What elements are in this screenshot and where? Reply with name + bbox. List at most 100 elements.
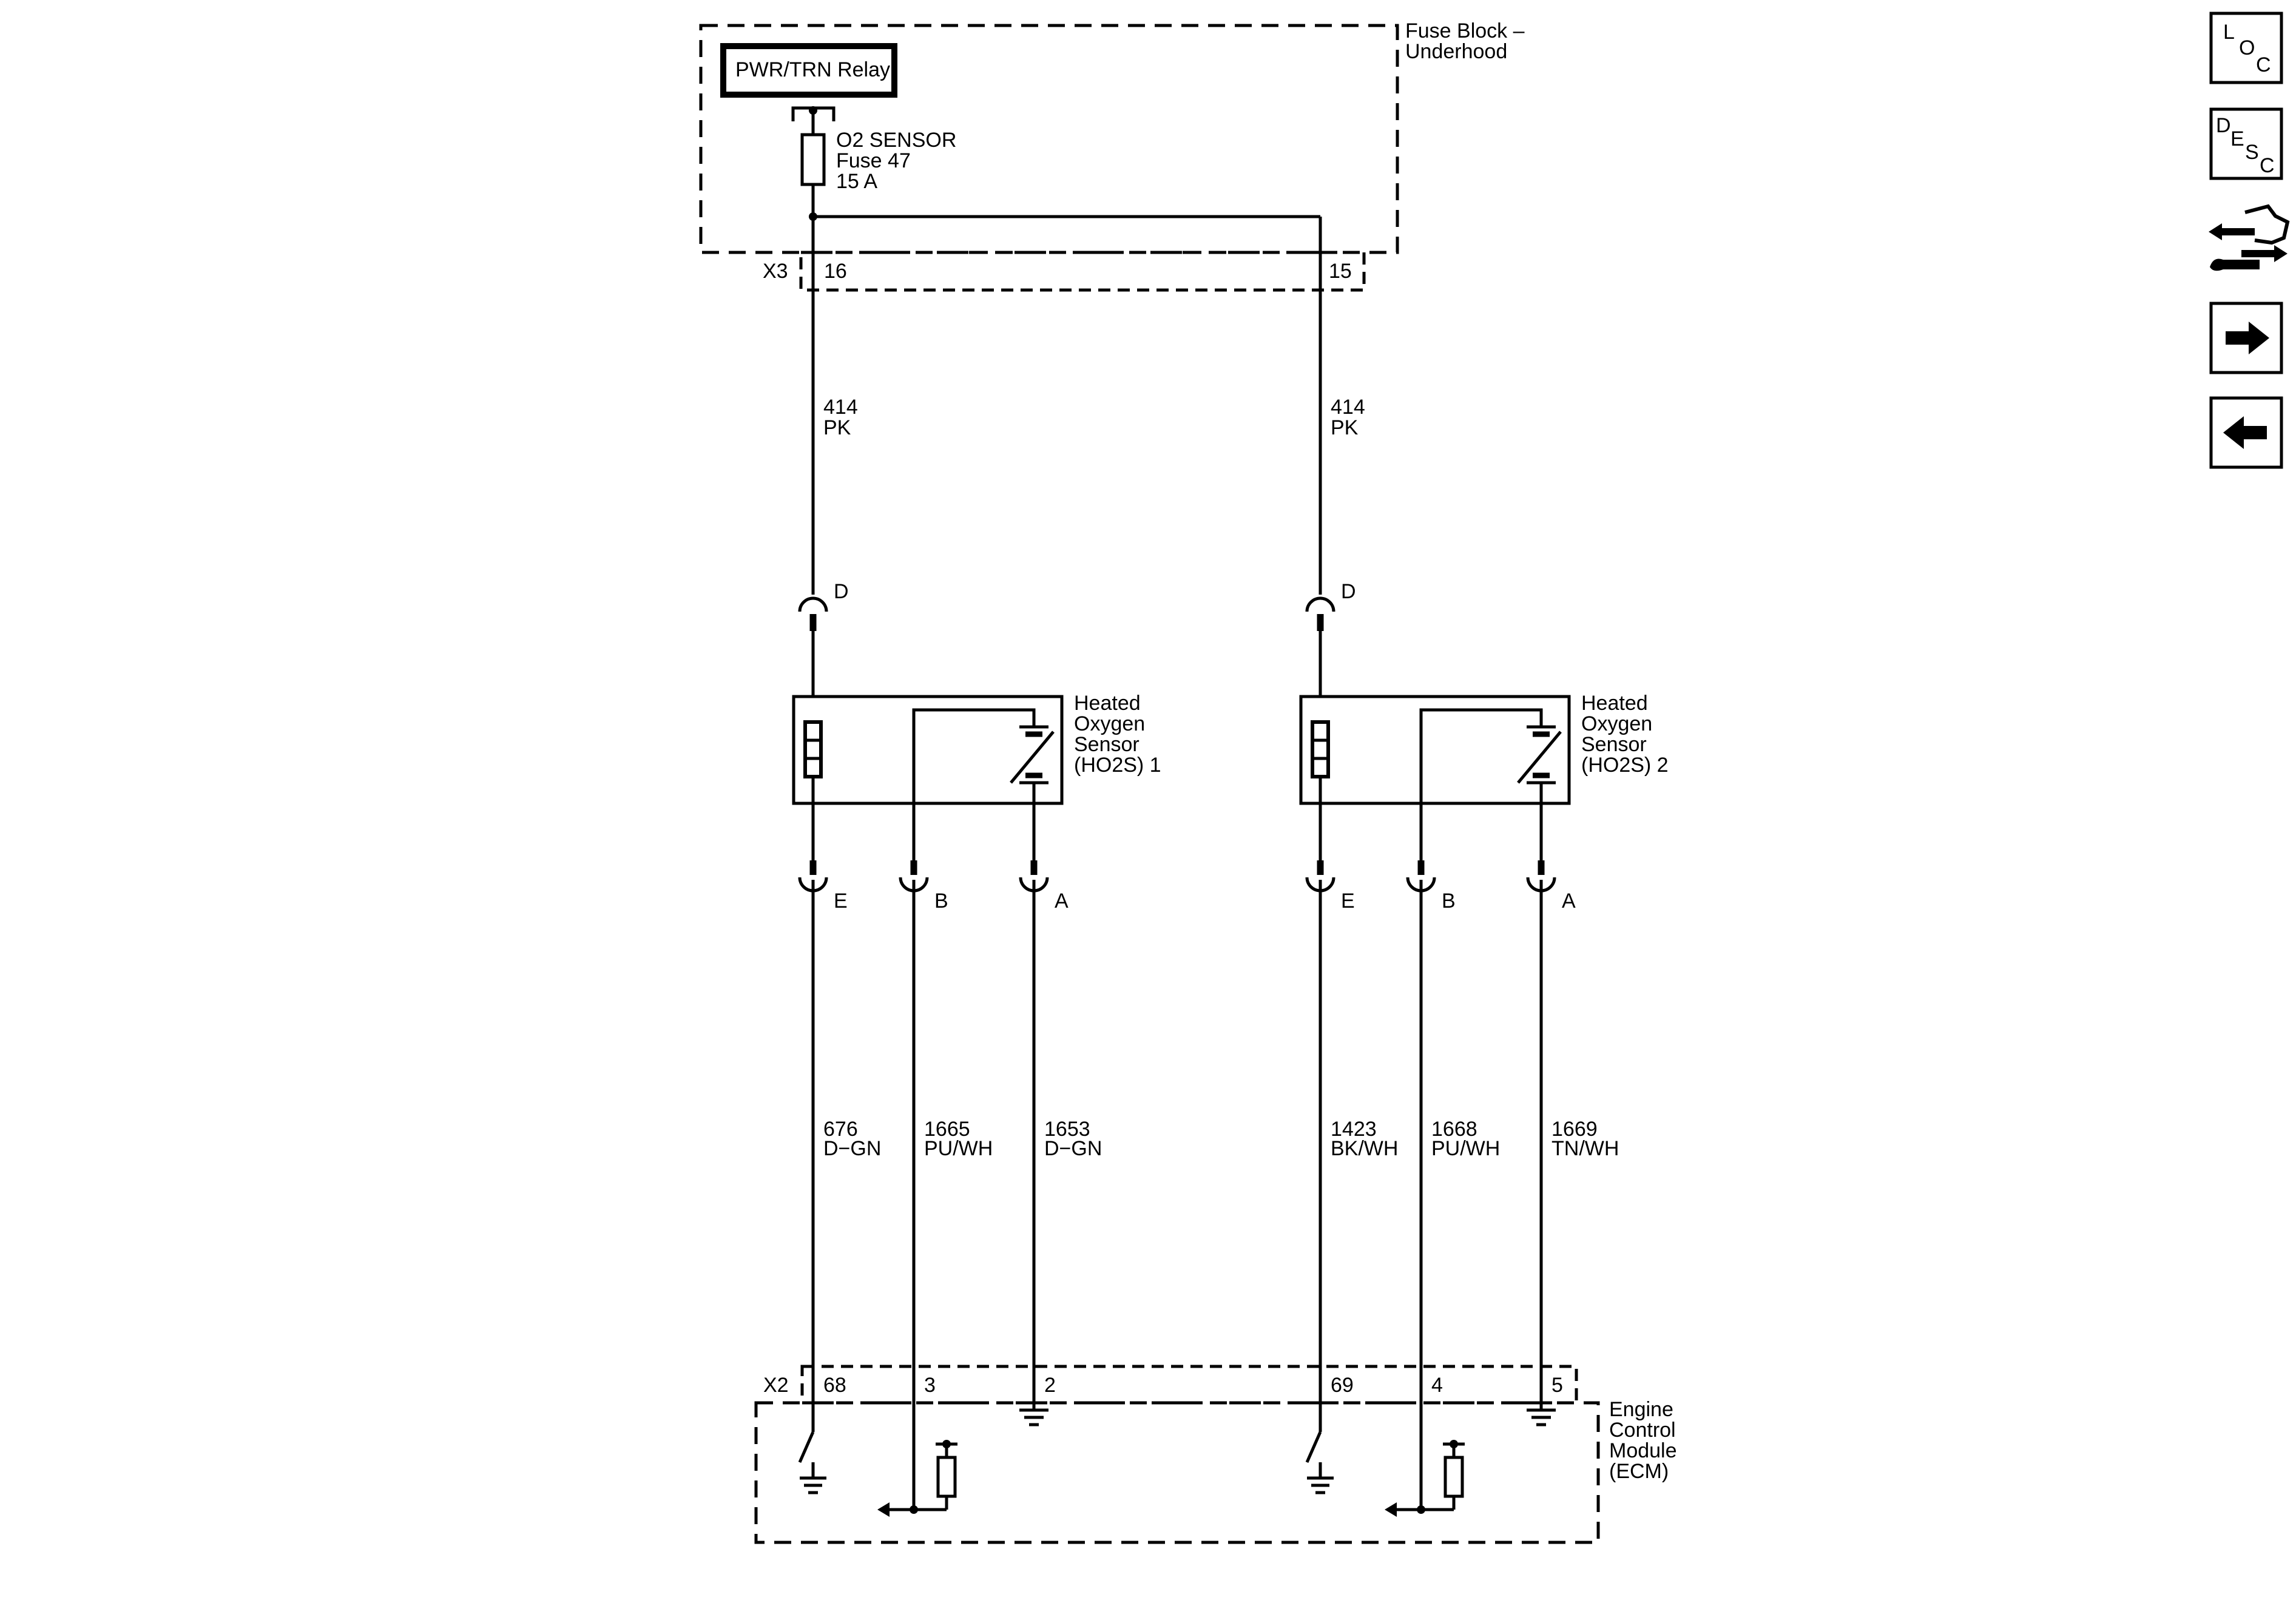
wire-1653-circuit: 1653 [1044,1118,1090,1141]
resistor-symbol [936,1456,957,1498]
power-wires: 414 PK 414 PK [811,217,1365,595]
svg-text:O: O [2239,36,2255,59]
sensor1-pin-e: E [834,890,848,913]
pin-69: 69 [1331,1374,1354,1397]
wire-1665-color: PU/WH [924,1137,993,1160]
relay-box [720,43,897,98]
desc-button[interactable]: D E S C [2209,107,2283,180]
svg-text:C: C [2256,53,2271,76]
pin-68: 68 [823,1374,846,1397]
wire-414-right-color: PK [1331,416,1359,439]
wire-1668-circuit: 1668 [1431,1118,1477,1141]
resistor-symbol [1443,1456,1464,1498]
fuse-number: Fuse 47 [836,149,911,172]
sensor1-name-1: Heated [1074,692,1141,715]
loc-button[interactable]: L O C [2209,12,2283,84]
sensor1-name-2: Oxygen [1074,712,1145,735]
heater-element [1311,720,1330,778]
wire-1653-color: D−GN [1044,1137,1102,1160]
sensor1-box [792,695,1064,805]
side-nav: L O C D E S C [2209,12,2290,469]
svg-text:L: L [2223,21,2235,44]
pin-4: 4 [1431,1374,1443,1397]
svg-text:C: C [2260,154,2275,177]
connector-x2 [800,1365,1578,1405]
sensor2-name-2: Oxygen [1581,712,1652,735]
fuse-block: Fuse Block – Underhood PWR/TRN Relay O2 … [699,19,1525,292]
sensor2-pin-b: B [1442,890,1456,913]
pin-2: 2 [1044,1374,1056,1397]
relay-label: PWR/TRN Relay [735,58,890,81]
wire-1423-color: BK/WH [1331,1137,1398,1160]
ecm-name-4: (ECM) [1609,1460,1669,1483]
signal-arrow-icon [877,1502,890,1517]
ecm-circuit-1 [798,1408,1048,1517]
fuse-block-name-1: Fuse Block – [1405,19,1525,42]
heater-element [803,720,823,778]
switch-symbol [798,1431,815,1463]
signal-arrow-icon [1385,1502,1397,1517]
connector-tool-icon [2209,204,2290,271]
ecm-box [754,1401,1600,1544]
sensor2-pin-a: A [1562,890,1576,913]
ecm: X2 68 3 2 69 4 5 Engine Control Module (… [754,1365,1677,1544]
back-button[interactable] [2209,396,2283,469]
sensor1-name-4: (HO2S) 1 [1074,754,1161,777]
desc-icon: D E S C [2216,114,2275,177]
wire-414-left-circuit: 414 [823,396,858,419]
connector-tool-button[interactable] [2209,204,2290,271]
forward-button[interactable] [2209,302,2283,374]
pin-16: 16 [824,260,847,283]
sensor2-box [1299,695,1571,805]
sensor-ho2s-1: D Heated Oxygen Sensor (HO2S) 1 [792,580,1161,913]
svg-text:S: S [2245,141,2259,164]
sensor1-pin-d: D [834,580,849,603]
connector-x3-label: X3 [763,260,788,283]
wire-1665-circuit: 1665 [924,1118,970,1141]
wire-676-circuit: 676 [823,1118,858,1141]
sensor1-name-3: Sensor [1074,733,1140,756]
wire-1669-color: TN/WH [1551,1137,1619,1160]
pin-d-connector [1305,596,1335,612]
back-arrow-icon [2223,416,2267,449]
wire-414-left-color: PK [823,416,851,439]
fuse-rating: 15 A [836,170,877,193]
pin-3: 3 [924,1374,936,1397]
variable-element [1517,731,1562,784]
variable-element [1010,731,1055,784]
sensor1-pin-a: A [1055,890,1069,913]
fuse-name: O2 SENSOR [836,129,956,152]
wire-414-right-circuit: 414 [1331,396,1365,419]
sensor2-name-1: Heated [1581,692,1648,715]
wire-1669-circuit: 1669 [1551,1118,1598,1141]
connector-x2-label: X2 [763,1374,789,1397]
sensor1-pin-b: B [934,890,948,913]
sensor-ho2s-2: D Heated Oxygen Sensor (HO2S) 2 E B [1299,580,1669,913]
sensor1-bottom-connectors: E B A [798,803,1069,913]
svg-text:D: D [2216,114,2231,137]
connector-x3 [799,251,1366,292]
loc-icon: L O C [2223,21,2271,76]
wire-676-color: D−GN [823,1137,881,1160]
sensor2-pin-d: D [1341,580,1356,603]
sensor2-pin-e: E [1341,890,1355,913]
svg-text:E: E [2230,127,2244,150]
sensor2-bottom-connectors: E B A [1305,803,1576,913]
sensor2-name-4: (HO2S) 2 [1581,754,1669,777]
ecm-name-2: Control [1609,1419,1676,1442]
ecm-circuit-2 [1305,1408,1556,1517]
wire-1423-circuit: 1423 [1331,1118,1377,1141]
wire-1668-color: PU/WH [1431,1137,1500,1160]
fuse-symbol [800,133,826,186]
pin-5: 5 [1551,1374,1563,1397]
lower-wires: 676 D−GN 1665 PU/WH 1653 D−GN 1423 BK/WH… [811,880,1619,1511]
sensor2-name-3: Sensor [1581,733,1647,756]
ecm-name-1: Engine [1609,1398,1673,1421]
pin-d-connector [798,596,828,612]
ecm-name-3: Module [1609,1439,1677,1462]
switch-symbol [1305,1431,1322,1463]
pin-15: 15 [1329,260,1352,283]
fuse-block-name-2: Underhood [1405,40,1507,63]
forward-arrow-icon [2226,322,2269,354]
